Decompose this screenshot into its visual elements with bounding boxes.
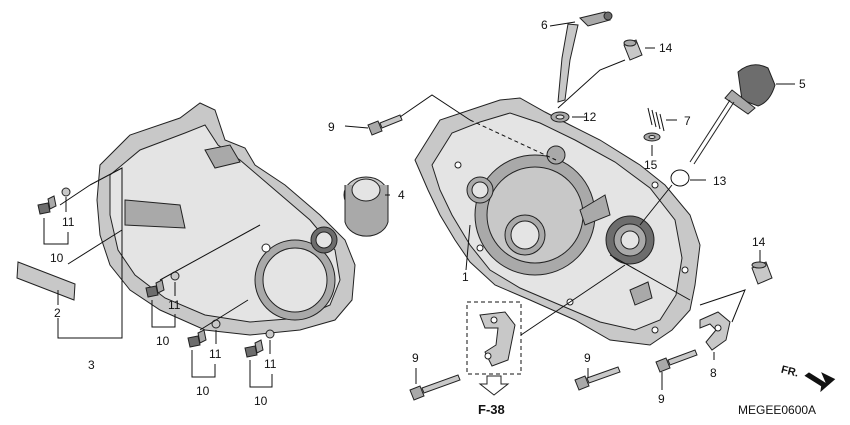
callout-11-a: 11 [62, 215, 75, 229]
callout-9-left: 9 [412, 351, 419, 365]
callout-12: 12 [583, 110, 597, 124]
callout-6: 6 [541, 18, 548, 32]
callout-14-right: 14 [752, 235, 766, 249]
dipstick-5 [689, 64, 776, 165]
pin-15 [643, 132, 661, 142]
callout-8: 8 [710, 366, 717, 380]
screws-10-11 [37, 187, 275, 358]
callout-9-mid: 9 [584, 351, 591, 365]
collar-14-top [623, 39, 643, 61]
honda-emblem [16, 261, 76, 301]
bolt-9-right [655, 349, 698, 373]
callout-10-d: 10 [254, 394, 268, 408]
clamp-8 [699, 311, 731, 351]
bracket-reference-box [466, 301, 522, 396]
callout-labels: 1 2 3 4 5 6 7 8 9 9 9 9 10 10 10 10 11 1… [50, 18, 816, 417]
front-marker-label: FR. [780, 364, 800, 380]
callout-1: 1 [462, 270, 469, 284]
callout-11-c: 11 [209, 347, 222, 361]
main-cover [414, 97, 701, 346]
reference-label: F-38 [478, 402, 505, 417]
callout-14-top: 14 [659, 41, 673, 55]
callout-5: 5 [799, 77, 806, 91]
leader-lines [43, 21, 795, 390]
oil-seal-4 [343, 176, 389, 237]
callout-10-a: 10 [50, 251, 64, 265]
bolt-9-left [409, 374, 461, 401]
front-direction-marker [804, 372, 836, 393]
callout-10-b: 10 [156, 334, 170, 348]
arm-6 [557, 11, 613, 103]
callout-2: 2 [54, 306, 61, 320]
callout-15: 15 [644, 158, 658, 172]
left-rear-cover [96, 102, 356, 336]
spring-7 [647, 107, 665, 132]
callout-7: 7 [684, 114, 691, 128]
callout-11-b: 11 [168, 298, 181, 312]
callout-13: 13 [713, 174, 727, 188]
washer-12 [550, 111, 570, 123]
callout-9-top: 9 [328, 120, 335, 134]
bolt-9-mid [574, 366, 621, 391]
diagram-code: MEGEE0600A [738, 403, 816, 417]
callout-4: 4 [398, 188, 405, 202]
collar-14-right [751, 261, 773, 285]
callout-9-right: 9 [658, 392, 665, 406]
callout-10-c: 10 [196, 384, 210, 398]
callout-11-d: 11 [264, 357, 277, 371]
bolt-9-top [367, 114, 403, 136]
o-ring-13 [670, 169, 690, 187]
callout-3: 3 [88, 358, 95, 372]
